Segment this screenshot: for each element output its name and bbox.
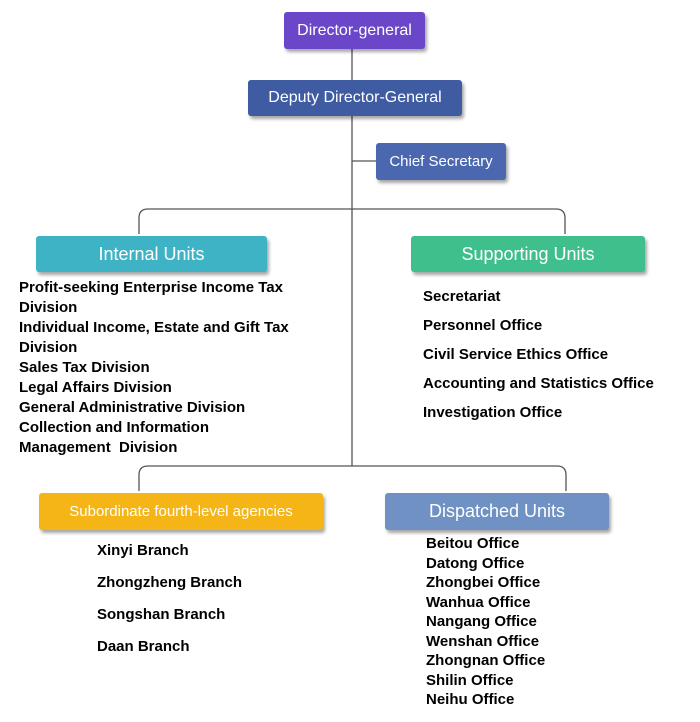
- supporting-units-list: Secretariat Personnel Office Civil Servi…: [423, 286, 654, 431]
- deputy-director-general-label: Deputy Director-General: [268, 89, 442, 106]
- director-general-box: Director-general: [284, 12, 425, 49]
- list-item: Division: [19, 299, 78, 316]
- list-item: Zhongnan Office: [426, 652, 546, 669]
- list-item: Individual Income, Estate and Gift Tax: [19, 319, 289, 336]
- list-item: Wenshan Office: [426, 632, 540, 650]
- list-item: Wanhua Office: [426, 593, 531, 611]
- list-item: Sales Tax Division: [19, 359, 150, 376]
- list-item: Personnel Office: [423, 317, 543, 334]
- list-item: Legal Affairs Division: [19, 379, 172, 396]
- list-item: General Administrative Division: [19, 399, 246, 416]
- list-item: Neihu Office: [426, 691, 515, 708]
- connector-upper-branch: [138, 208, 566, 234]
- list-item: Secretariat: [423, 288, 501, 305]
- dispatched-units-title: Dispatched Units: [428, 501, 566, 521]
- list-item: Nangang Office: [426, 613, 537, 630]
- supporting-units-title: Supporting Units: [461, 243, 595, 264]
- list-item: Investigation Office: [423, 404, 563, 421]
- director-general-label: Director-general: [297, 21, 412, 39]
- connector-lower-branch: [138, 465, 567, 491]
- supporting-units-box: Supporting Units: [411, 236, 645, 272]
- list-item: Zhongbei Office: [426, 574, 541, 591]
- internal-units-title: Internal Units: [98, 243, 205, 264]
- dispatched-units-box: Dispatched Units: [385, 493, 609, 530]
- subordinate-agencies-list: Xinyi Branch Zhongzheng Branch Songshan …: [97, 541, 242, 669]
- list-item: Daan Branch: [97, 638, 190, 655]
- list-item: Profit-seeking Enterprise Income Tax: [19, 279, 283, 296]
- chief-secretary-label: Chief Secretary: [389, 153, 493, 170]
- internal-units-box: Internal Units: [36, 236, 267, 272]
- subordinate-agencies-box: Subordinate fourth-level agencies: [39, 493, 323, 530]
- list-item: Accounting and Statistics Office: [423, 375, 654, 392]
- list-item: Beitou Office: [426, 535, 520, 552]
- list-item: Collection and Information: [19, 419, 209, 436]
- subordinate-agencies-title: Subordinate fourth-level agencies: [69, 503, 293, 520]
- chief-secretary-box: Chief Secretary: [376, 143, 506, 180]
- list-item: Shilin Office: [426, 671, 514, 689]
- internal-units-list: Profit-seeking Enterprise Income Tax Div…: [19, 278, 289, 458]
- deputy-director-general-box: Deputy Director-General: [248, 80, 462, 116]
- list-item: Datong Office: [426, 554, 525, 572]
- list-item: Management Division: [19, 439, 178, 456]
- list-item: Division: [19, 339, 78, 356]
- list-item: Zhongzheng Branch: [97, 574, 242, 591]
- list-item: Xinyi Branch: [97, 542, 189, 559]
- dispatched-units-list: Beitou Office Datong Office Zhongbei Off…: [426, 534, 545, 710]
- list-item: Civil Service Ethics Office: [423, 346, 609, 363]
- list-item: Songshan Branch: [97, 606, 226, 623]
